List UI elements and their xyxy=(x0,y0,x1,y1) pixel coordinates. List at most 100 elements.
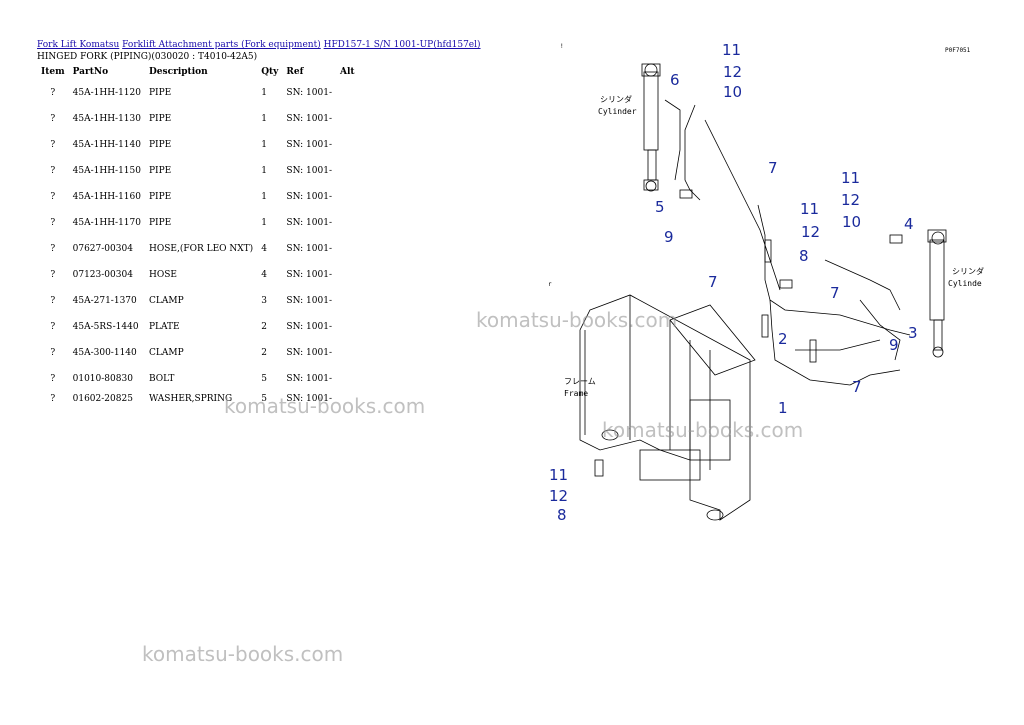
header-ref: Ref xyxy=(286,67,304,77)
callout-label: 11 xyxy=(722,41,741,59)
top-mark: ! xyxy=(560,43,564,50)
cell-qty: 1 xyxy=(261,166,267,176)
cell-description: WASHER,SPRING xyxy=(149,394,233,404)
callout-label: 7 xyxy=(768,159,778,177)
callout-label: 11 xyxy=(549,466,568,484)
callout-label: 8 xyxy=(557,506,567,524)
cell-description: PIPE xyxy=(149,114,172,124)
callout-label: 5 xyxy=(655,198,665,216)
cell-ref: SN: 1001- xyxy=(286,296,332,306)
cell-partno: 45A-1HH-1130 xyxy=(72,114,141,124)
cell-item: ? xyxy=(50,374,56,384)
cell-partno: 45A-1HH-1170 xyxy=(72,218,141,228)
callout-label: 6 xyxy=(670,71,680,89)
frame-drawing xyxy=(579,294,756,521)
cell-qty: 1 xyxy=(261,218,267,228)
watermark-4: komatsu-books.com xyxy=(142,642,344,666)
header-partno: PartNo xyxy=(72,67,109,77)
cell-qty: 1 xyxy=(261,114,267,124)
cell-qty: 3 xyxy=(261,296,267,306)
callout-label: 9 xyxy=(889,336,899,354)
callout-label: 9 xyxy=(664,228,674,246)
cell-description: PIPE xyxy=(149,192,172,202)
right-cylinder-drawing xyxy=(927,229,947,358)
watermark-1: komatsu-books.com xyxy=(476,308,678,332)
cell-ref: SN: 1001- xyxy=(286,114,332,124)
cell-partno: 07123-00304 xyxy=(72,270,133,280)
callout-label: 11 xyxy=(841,169,860,187)
cell-item: ? xyxy=(50,244,56,254)
cell-description: PLATE xyxy=(149,322,180,332)
label-frame: Frame xyxy=(564,389,588,398)
callout-label: 8 xyxy=(799,247,809,265)
breadcrumb-link-model[interactable]: HFD157-1 S/N 1001-UP(hfd157el) xyxy=(323,40,481,50)
parts-diagram: ! P0F7051 r シリンダ Cylinder シリンダ Cylinde フ… xyxy=(548,41,984,524)
parts-table: Item PartNo Description Qty Ref Alt ?45A… xyxy=(37,64,359,406)
callout-label: 12 xyxy=(841,191,860,209)
cell-ref: SN: 1001- xyxy=(286,166,332,176)
callout-label: 7 xyxy=(708,273,718,291)
cell-item: ? xyxy=(50,348,56,358)
label-cylinder-right: Cylinde xyxy=(948,279,982,288)
left-cylinder-drawing xyxy=(641,63,661,192)
cell-description: PIPE xyxy=(149,88,172,98)
cell-item: ? xyxy=(50,88,56,98)
cell-description: PIPE xyxy=(149,140,172,150)
header-item: Item xyxy=(41,67,65,77)
cell-description: PIPE xyxy=(149,218,172,228)
cell-partno: 45A-271-1370 xyxy=(72,296,137,306)
cell-partno: 45A-1HH-1150 xyxy=(72,166,141,176)
cell-partno: 45A-300-1140 xyxy=(72,348,137,358)
callout-label: 12 xyxy=(549,487,568,505)
cell-item: ? xyxy=(50,270,56,280)
callout-label: 3 xyxy=(908,324,918,342)
cell-partno: 45A-1HH-1140 xyxy=(72,140,141,150)
cell-ref: SN: 1001- xyxy=(286,244,332,254)
cell-partno: 01010-80830 xyxy=(72,374,133,384)
cell-item: ? xyxy=(50,218,56,228)
cell-item: ? xyxy=(50,166,56,176)
cell-ref: SN: 1001- xyxy=(286,270,332,280)
page-subtitle: HINGED FORK (PIPING)(030020 : T4010-42A5… xyxy=(37,52,258,62)
callout-label: 1 xyxy=(778,399,788,417)
cell-description: CLAMP xyxy=(149,348,184,358)
callout-label: 11 xyxy=(800,200,819,218)
callout-label: 12 xyxy=(723,63,742,81)
callout-label: 10 xyxy=(842,213,861,231)
cell-description: CLAMP xyxy=(149,296,184,306)
cell-ref: SN: 1001- xyxy=(286,88,332,98)
table-header-row: Item PartNo Description Qty Ref Alt xyxy=(37,64,359,80)
callout-label: 7 xyxy=(852,378,862,396)
breadcrumb-link-attachment[interactable]: Forklift Attachment parts (Fork equipmen… xyxy=(122,40,321,50)
cell-ref: SN: 1001- xyxy=(286,322,332,332)
cell-item: ? xyxy=(50,322,56,332)
cell-qty: 2 xyxy=(261,322,267,332)
cell-qty: 1 xyxy=(261,140,267,150)
cell-ref: SN: 1001- xyxy=(286,192,332,202)
cell-ref: SN: 1001- xyxy=(286,140,332,150)
breadcrumb-link-forklift[interactable]: Fork Lift Komatsu xyxy=(37,40,120,50)
cell-description: BOLT xyxy=(149,374,175,384)
cell-qty: 2 xyxy=(261,348,267,358)
cell-partno: 45A-1HH-1120 xyxy=(72,88,141,98)
cell-qty: 4 xyxy=(261,244,267,254)
cell-qty: 5 xyxy=(261,374,267,384)
corner-mark: r xyxy=(548,281,552,288)
cell-item: ? xyxy=(50,192,56,202)
header-description: Description xyxy=(149,67,208,77)
cell-qty: 5 xyxy=(261,394,267,404)
cell-qty: 1 xyxy=(261,88,267,98)
cell-ref: SN: 1001- xyxy=(286,218,332,228)
